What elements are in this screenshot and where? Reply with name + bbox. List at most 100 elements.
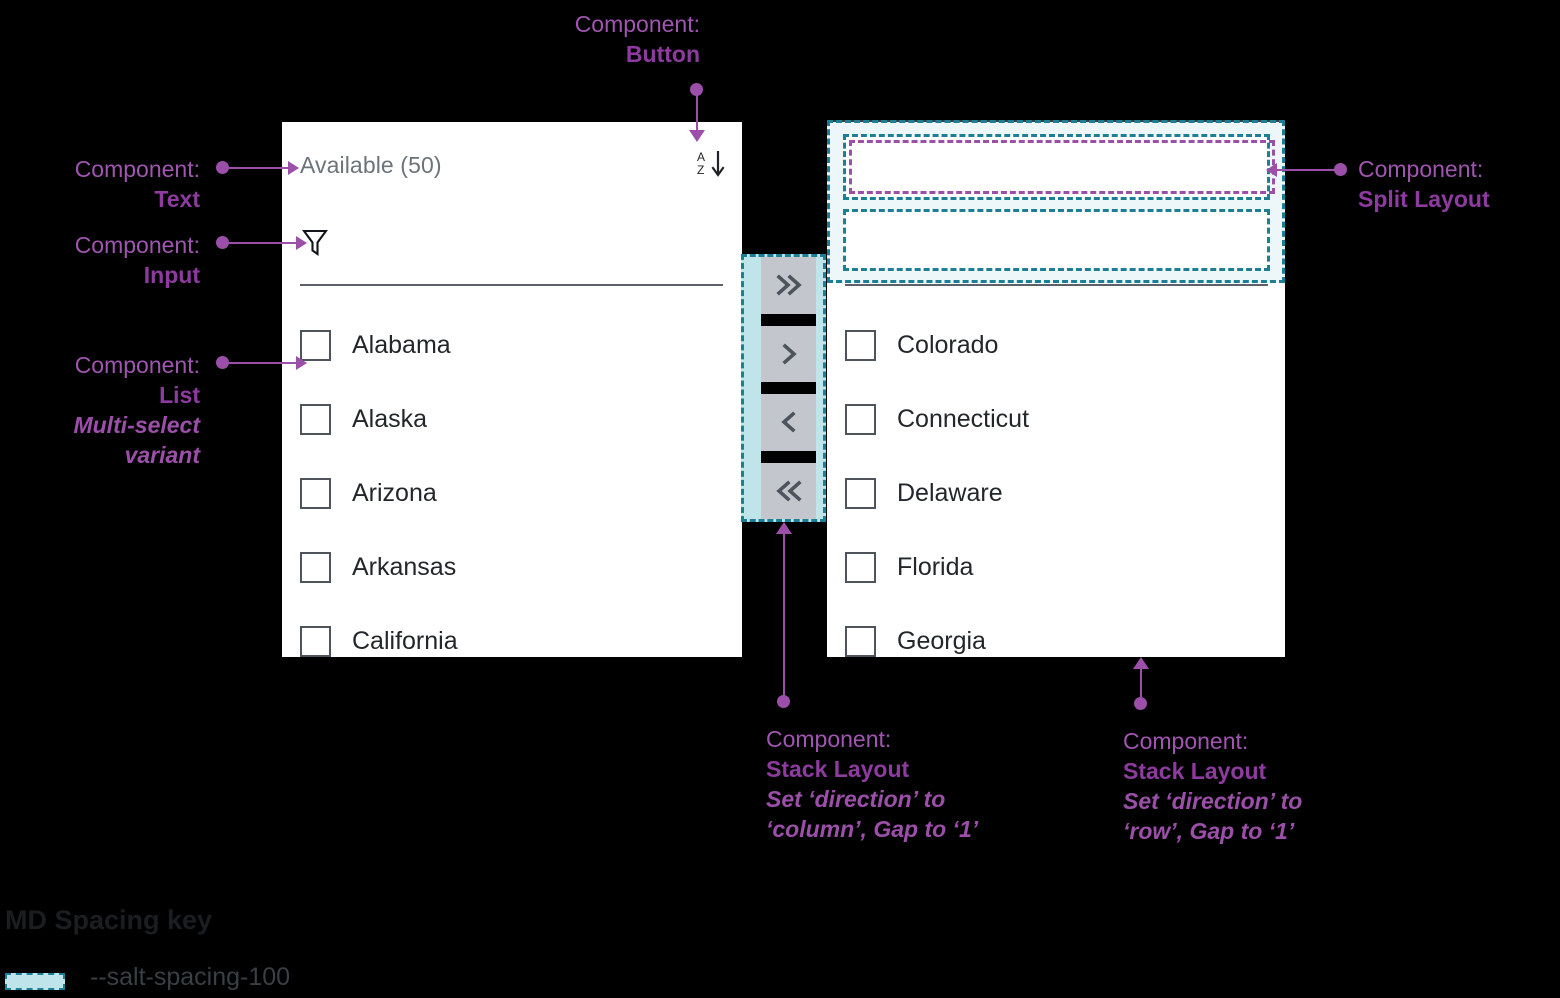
connector-arrow [296, 236, 307, 250]
available-filter-underline [300, 284, 723, 286]
annotation-prefix: Component: [74, 232, 200, 258]
connector-dot [690, 83, 703, 96]
sort-letter-z: Z [697, 163, 705, 177]
connector-arrow [296, 356, 307, 370]
spacing-overlay-filter-slot [843, 209, 1270, 271]
annotation-stack-layout-row: Component: Stack Layout Set ‘direction’ … [1123, 727, 1453, 847]
visible-list[interactable]: Colorado Connecticut Delaware Florida Ge… [845, 308, 1265, 678]
connector-line [222, 242, 298, 244]
available-list-panel: Available (50) A Z [282, 122, 742, 657]
down-arrow-icon [711, 151, 725, 177]
annotation-prefix: Component: [1358, 156, 1484, 182]
checkbox-icon[interactable] [845, 329, 876, 361]
list-item[interactable]: Connecticut [845, 382, 1265, 456]
checkbox-icon[interactable] [300, 551, 331, 583]
annotation-note-line-2: ‘row’, Gap to ‘1’ [1123, 817, 1295, 844]
annotation-input: Component: Input [0, 231, 200, 291]
filter-funnel-icon [302, 229, 328, 257]
move-all-left-button[interactable] [761, 462, 816, 519]
annotation-name: Stack Layout [766, 755, 910, 782]
sort-az-button[interactable]: A Z [694, 148, 728, 182]
move-left-button[interactable] [761, 394, 816, 451]
sort-letter-a: A [697, 150, 706, 164]
annotation-text: Component: Text [0, 155, 200, 215]
annotation-prefix: Component: [1123, 728, 1249, 754]
annotation-note-line-2: ‘column’, Gap to ‘1’ [766, 815, 979, 842]
annotation-list: Component: List Multi-select variant [0, 351, 200, 471]
connector-line [222, 362, 298, 364]
move-right-button[interactable] [761, 325, 816, 382]
list-item[interactable]: Arizona [300, 456, 720, 530]
transfer-button-group [761, 257, 816, 519]
visible-filter-underline [845, 284, 1268, 286]
annotation-split-layout: Component: Split Layout [1358, 155, 1560, 215]
list-item[interactable]: California [300, 604, 720, 678]
annotation-name: Text [154, 185, 200, 212]
checkbox-icon[interactable] [300, 329, 331, 361]
list-item[interactable]: Colorado [845, 308, 1265, 382]
chevron-left-icon [780, 411, 796, 433]
spacing-overlay-header-slot [843, 134, 1270, 200]
annotation-note-line-1: Set ‘direction’ to [766, 785, 946, 812]
stack-gap [761, 313, 816, 326]
annotation-name: List [159, 381, 200, 408]
annotation-name: Stack Layout [1123, 757, 1267, 784]
checkbox-icon[interactable] [300, 403, 331, 435]
checkbox-icon[interactable] [845, 551, 876, 583]
available-header-actions: A Z [694, 148, 728, 182]
available-filter-input[interactable] [300, 222, 723, 286]
available-panel-header: Available (50) A Z [282, 122, 742, 214]
list-item-label: Alabama [352, 330, 451, 359]
list-item[interactable]: Florida [845, 530, 1265, 604]
stack-gap [761, 382, 816, 394]
list-item-label: Florida [897, 552, 974, 581]
list-item[interactable]: Delaware [845, 456, 1265, 530]
connector-dot [1334, 163, 1347, 176]
list-item-label: Colorado [897, 330, 999, 359]
double-chevron-left-icon [775, 480, 802, 502]
annotation-prefix: Component: [74, 156, 200, 182]
annotation-name: Split Layout [1358, 185, 1490, 212]
list-item-label: Connecticut [897, 404, 1030, 433]
available-panel-title: Available (50) [300, 152, 442, 178]
spacing-key-swatch [5, 973, 65, 990]
spacing-key-token: --salt-spacing-100 [90, 963, 291, 991]
checkbox-icon[interactable] [845, 625, 876, 657]
checkbox-icon[interactable] [845, 403, 876, 435]
list-item-label: Georgia [897, 626, 986, 655]
annotation-stack-layout-column: Component: Stack Layout Set ‘direction’ … [766, 725, 1096, 845]
connector-line [783, 534, 785, 699]
list-item[interactable]: Arkansas [300, 530, 720, 604]
component-outline-split-layout [849, 140, 1275, 194]
connector-dot [1134, 697, 1147, 710]
transfer-button-stack [741, 254, 826, 522]
connector-line [222, 167, 290, 169]
connector-line [1140, 669, 1142, 701]
stack-gap [761, 450, 816, 463]
list-item-label: Alaska [352, 404, 428, 433]
annotation-button: Component: Button [400, 10, 700, 70]
move-all-right-button[interactable] [761, 257, 816, 314]
annotation-prefix: Component: [766, 726, 892, 752]
annotation-note-line-1: Multi-select [73, 411, 200, 438]
annotation-note-line-2: variant [124, 441, 200, 468]
list-item-label: Arkansas [352, 552, 457, 581]
list-item[interactable]: Georgia [845, 604, 1265, 678]
connector-arrow [689, 130, 705, 142]
checkbox-icon[interactable] [300, 477, 331, 509]
list-item[interactable]: Alaska [300, 382, 720, 456]
double-chevron-right-icon [775, 274, 802, 296]
connector-arrow [1133, 657, 1149, 669]
available-list[interactable]: Alabama Alaska Arizona Arkansas Californ… [300, 308, 720, 678]
list-item-label: Delaware [897, 478, 1003, 507]
connector-arrow [288, 161, 299, 175]
spacing-key-title: MD Spacing key [5, 905, 213, 935]
checkbox-icon[interactable] [300, 625, 331, 657]
connector-dot [777, 695, 790, 708]
checkbox-icon[interactable] [845, 477, 876, 509]
connector-line [1277, 169, 1337, 171]
list-item[interactable]: Alabama [300, 308, 720, 382]
annotation-prefix: Component: [74, 352, 200, 378]
list-item-label: Arizona [352, 478, 437, 507]
